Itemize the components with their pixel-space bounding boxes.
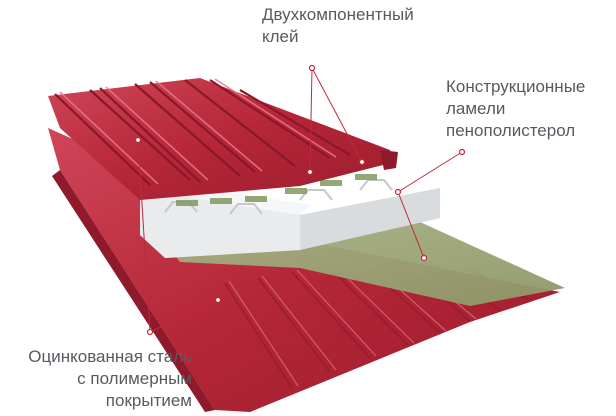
top-sheet-highlights [59,78,337,185]
steel-label-line-3: покрытием [105,391,192,410]
steel-label: Оцинкованная сталь с полимерным покрытие… [4,346,192,412]
foam-lamellas [176,174,377,206]
foam-label-line-1: Конструкционные [446,77,586,96]
top-sheet-ribs [54,79,351,186]
leader-lines [137,67,463,333]
leader-dots [134,64,466,336]
adhesive-film [160,222,565,306]
steel-label-line-1: Оцинкованная сталь [28,347,192,366]
foam-label: Конструкционные ламели пенополистерол [446,76,585,142]
glue-label-line-2: клей [262,27,299,46]
foam-label-line-2: ламели [446,99,506,118]
glue-label-line-1: Двухкомпонентный [262,5,414,24]
foam-label-line-3: пенополистерол [446,121,576,140]
steel-label-line-2: с полимерным [77,369,192,388]
glue-label: Двухкомпонентный клей [262,4,414,48]
